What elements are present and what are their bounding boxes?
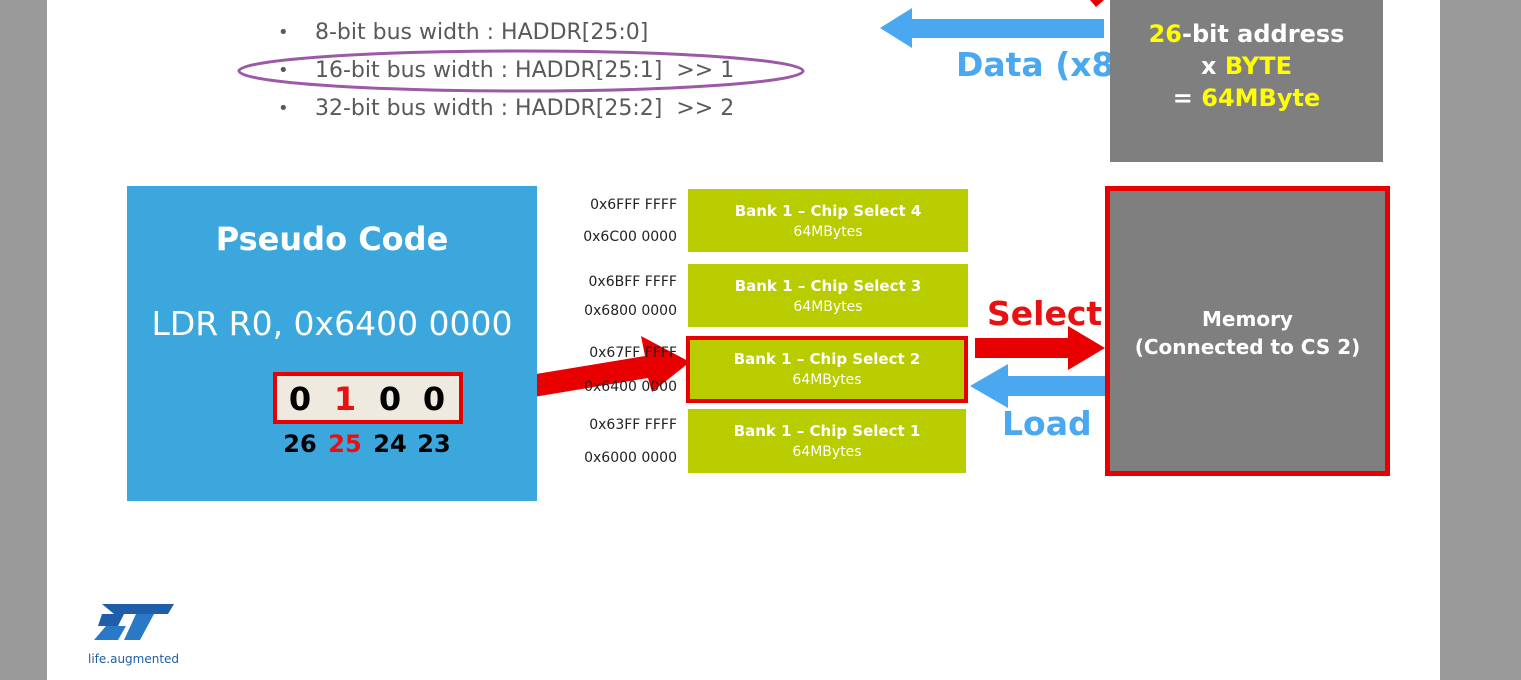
byte-label: BYTE <box>1224 52 1292 80</box>
bank-title: Bank 1 – Chip Select 1 <box>733 422 921 440</box>
data-arrow <box>880 8 1104 48</box>
load-label: Load <box>1002 404 1092 443</box>
total-size: 64MByte <box>1201 84 1321 112</box>
bits-box <box>273 372 463 424</box>
memory-title: Memory <box>1202 307 1293 331</box>
logo-tagline: life.augmented <box>88 652 180 666</box>
bit-25: 1 <box>333 380 357 418</box>
address-line-3: = 64MByte <box>1110 82 1383 114</box>
bank-cs3: Bank 1 – Chip Select 3 64MBytes <box>688 264 968 327</box>
pseudo-code-title: Pseudo Code <box>215 220 449 258</box>
bullet-marker: • <box>278 22 289 43</box>
address-line-2: x BYTE <box>1110 50 1383 82</box>
bank-size: 64MBytes <box>792 444 862 460</box>
bit-index-24: 24 <box>373 430 407 458</box>
select-label: Select <box>987 294 1103 333</box>
bank-cs4: Bank 1 – Chip Select 4 64MBytes <box>688 189 968 252</box>
addr-cs1-high: 0x63FF FFFF <box>589 417 677 433</box>
bit-index-26: 26 <box>283 430 317 458</box>
addr-cs4-high: 0x6FFF FFFF <box>590 197 677 213</box>
bank-title: Bank 1 – Chip Select 4 <box>734 202 922 220</box>
bullet-marker: • <box>278 60 289 81</box>
bit-24: 0 <box>378 380 402 418</box>
ldr-prefix: LDR R0, 0x6 <box>151 304 356 343</box>
bullet-8bit: 8-bit bus width : HADDR[25:0] <box>315 20 649 45</box>
st-logo: life.augmented <box>88 600 188 666</box>
bank-cs2: Bank 1 – Chip Select 2 64MBytes <box>686 336 968 403</box>
ldr-instruction: LDR R0, 0x6400 0000 <box>127 304 537 343</box>
address-bits: 26 <box>1148 20 1182 48</box>
addr-cs4-low: 0x6C00 0000 <box>583 229 677 245</box>
memory-subtitle: (Connected to CS 2) <box>1134 335 1361 359</box>
data-label: Data (x8) <box>956 45 1130 84</box>
bit-26: 0 <box>288 380 312 418</box>
ldr-highlight-digit: 4 <box>355 304 377 343</box>
addr-cs3-low: 0x6800 0000 <box>584 303 677 319</box>
ldr-suffix: 00 0000 <box>376 304 513 343</box>
address-size-box: 26-bit address x BYTE = 64MByte <box>1110 0 1383 162</box>
bank-size: 64MBytes <box>792 372 862 388</box>
red-arrow-fragment <box>1090 0 1104 7</box>
select-arrow <box>975 326 1105 370</box>
pseudo-code-box: Pseudo Code LDR R0, 0x6400 0000 <box>127 186 537 501</box>
bullet-16bit: 16-bit bus width : HADDR[25:1] >> 1 <box>315 58 735 83</box>
addr-cs2-high: 0x67FF FFFF <box>589 345 677 361</box>
bank-size: 64MBytes <box>793 224 863 240</box>
memory-box: Memory (Connected to CS 2) <box>1105 186 1390 476</box>
bank-title: Bank 1 – Chip Select 3 <box>734 277 922 295</box>
bit-23: 0 <box>422 380 446 418</box>
bullet-32bit: 32-bit bus width : HADDR[25:2] >> 2 <box>315 96 735 121</box>
load-arrow <box>970 364 1105 408</box>
bank-title: Bank 1 – Chip Select 2 <box>733 350 921 368</box>
st-logo-mark <box>94 604 174 640</box>
bullet-marker: • <box>278 98 289 119</box>
multiply-sign: x <box>1201 52 1225 80</box>
equals-sign: = <box>1172 84 1202 112</box>
address-bits-label: -bit address <box>1181 20 1345 48</box>
bank-cs1: Bank 1 – Chip Select 1 64MBytes <box>688 409 966 473</box>
address-line-1: 26-bit address <box>1110 0 1383 50</box>
addr-cs1-low: 0x6000 0000 <box>584 450 677 466</box>
bank-size: 64MBytes <box>793 299 863 315</box>
bit-index-23: 23 <box>417 430 451 458</box>
bit-index-25: 25 <box>328 430 362 458</box>
highlight-ellipse <box>237 49 805 93</box>
addr-cs2-low: 0x6400 0000 <box>584 379 677 395</box>
addr-cs3-high: 0x6BFF FFFF <box>588 274 677 290</box>
